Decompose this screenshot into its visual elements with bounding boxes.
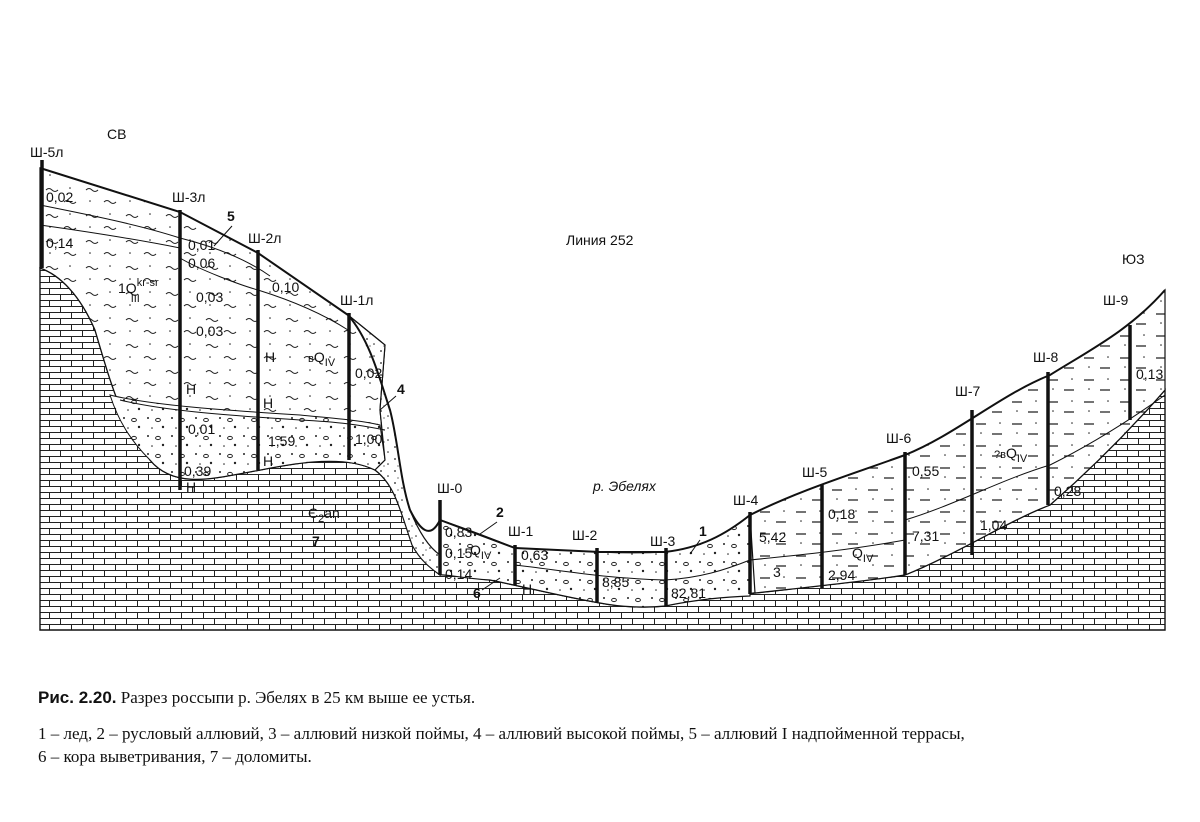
callout-number: 6	[473, 585, 481, 601]
grade-value: 0,15	[445, 545, 472, 561]
shaft-label: Ш-7	[955, 383, 980, 399]
shaft-label: Ш-5л	[30, 144, 63, 160]
geologic-cross-section: Ш-5л Ш-3л Ш-2л Ш-1л Ш-0 Ш-1 Ш-2 Ш-3 Ш-4 …	[30, 126, 1166, 631]
grade-value: 0,28	[1054, 483, 1081, 499]
shaft-label: Ш-8	[1033, 349, 1058, 365]
strat-h-label: Н	[186, 381, 196, 397]
grade-value: 0,83	[445, 524, 472, 540]
callout-number: 3	[773, 564, 781, 580]
strat-index-qiv: вQIV	[308, 349, 336, 369]
callout-number: 7	[312, 533, 320, 549]
grade-value: 1,00	[355, 431, 382, 447]
shaft-label: Ш-3	[650, 533, 675, 549]
line-number-label: Линия 252	[566, 232, 634, 248]
grade-value: 0,18	[828, 506, 855, 522]
callout-number: 4	[397, 381, 405, 397]
strat-h-label: Н	[186, 479, 196, 495]
grade-value: 5,42	[759, 529, 786, 545]
shaft-label: Ш-3л	[172, 189, 205, 205]
shaft-label: Ш-5	[802, 464, 827, 480]
shaft-label: Ш-6	[886, 430, 911, 446]
grade-value: 0,06	[188, 255, 215, 271]
callout-number: 5	[227, 208, 235, 224]
legend-line: 1 – лед, 2 – русловый аллювий, 3 – аллюв…	[38, 724, 965, 743]
shaft-label: Ш-0	[437, 480, 462, 496]
callout-number: 2	[496, 504, 504, 520]
grade-value: 0,14	[445, 566, 472, 582]
grade-value: 0,01	[188, 421, 215, 437]
grade-value: 0,03	[196, 323, 223, 339]
grade-value: 0,10	[272, 279, 299, 295]
grade-value: 1,04	[980, 517, 1007, 533]
grade-value: 82,81	[671, 585, 706, 601]
direction-ne-label: СВ	[107, 126, 126, 142]
grade-value: 0,01	[188, 237, 215, 253]
shaft-label: Ш-2л	[248, 230, 281, 246]
grade-values: 0,02 0,14 0,01 0,06 0,03 0,03 0,01 0,39 …	[46, 189, 1163, 601]
grade-value: 0,02	[46, 189, 73, 205]
direction-sw-label: ЮЗ	[1122, 251, 1145, 267]
legend-line: 6 – кора выветривания, 7 – доломиты.	[38, 747, 312, 766]
strat-h-label: Н	[522, 581, 532, 597]
grade-value: 1,59	[268, 433, 295, 449]
grade-value: 8,85	[602, 574, 629, 590]
strat-index-qiv: ?вQIV	[994, 445, 1028, 465]
figure-legend: 1 – лед, 2 – русловый аллювий, 3 – аллюв…	[38, 722, 1178, 768]
grade-value: 0,13	[1136, 366, 1163, 382]
strat-index-qiv: QIV	[852, 545, 874, 565]
shaft-label: Ш-2	[572, 527, 597, 543]
ground-surface	[39, 167, 1166, 553]
shaft-lines	[40, 160, 1132, 606]
grade-value: 0,55	[912, 463, 939, 479]
strat-index-qiv: QIV	[470, 542, 492, 562]
shaft-label: Ш-9	[1103, 292, 1128, 308]
shaft-label: Ш-1л	[340, 292, 373, 308]
grade-value: 0,03	[196, 289, 223, 305]
figure-title: Разрез россыпи р. Эбелях в 25 км выше ее…	[120, 688, 476, 707]
shaft-label: Ш-4	[733, 492, 758, 508]
grade-value: 2,94	[828, 567, 855, 583]
grade-value: 7,31	[912, 528, 939, 544]
grade-value: 0,14	[46, 235, 73, 251]
strat-h-label: Н	[265, 349, 275, 365]
strat-h-label: Н	[263, 395, 273, 411]
river-label: р. Эбелях	[592, 478, 657, 494]
grade-value: 0,39	[184, 463, 211, 479]
grade-value: 0,02	[355, 365, 382, 381]
figure-caption: Рис. 2.20. Разрез россыпи р. Эбелях в 25…	[38, 686, 1178, 710]
strat-h-label: Н	[263, 453, 273, 469]
shaft-label: Ш-1	[508, 523, 533, 539]
figure-number: Рис. 2.20.	[38, 688, 117, 707]
callout-number: 1	[699, 523, 707, 539]
strat-index-cambrian: Є2an	[308, 505, 340, 525]
legend-callouts: 1 2 3 4 5 6 7	[213, 208, 781, 601]
grade-value: 0,63	[521, 547, 548, 563]
